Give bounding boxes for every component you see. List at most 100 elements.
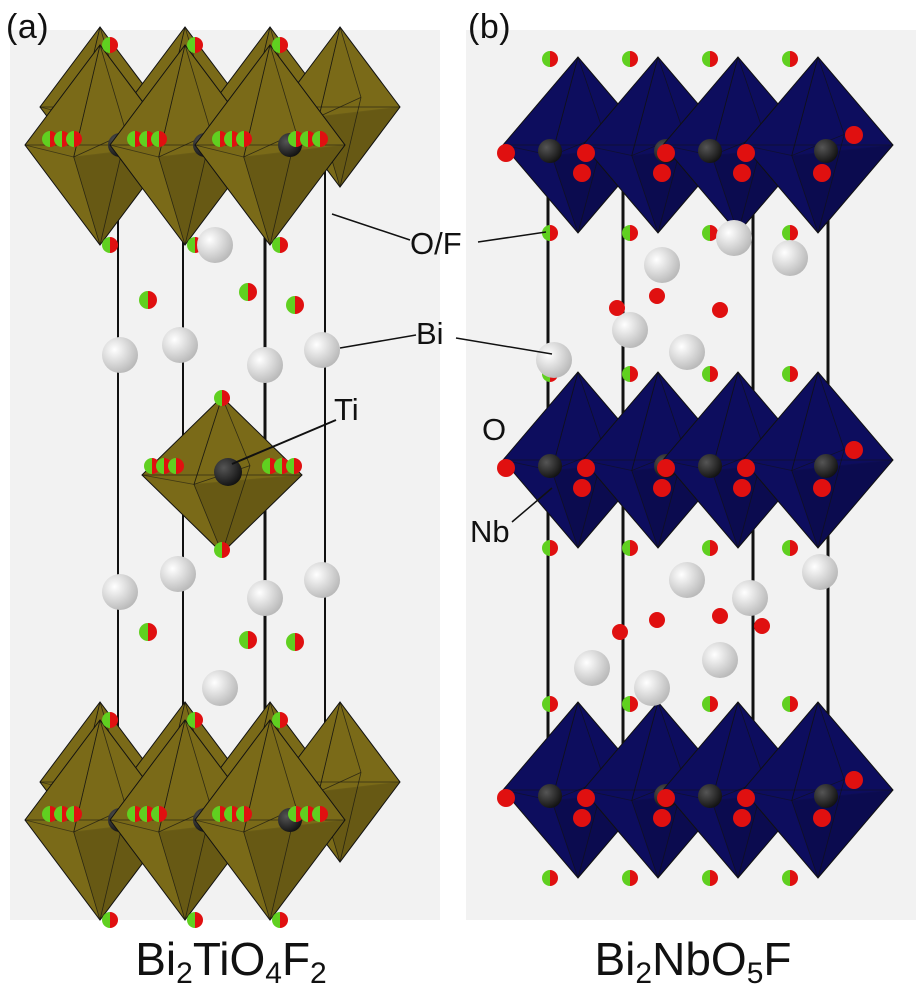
panel-b: (b) Bi2NbO5F [462,0,924,1000]
label-bi: Bi [416,316,444,351]
o-atom [813,479,831,497]
bi-atom-9 [574,650,610,686]
o-atom [733,809,751,827]
bi-atom-7 [732,580,768,616]
bi-atom-9 [202,670,238,706]
o-atom [737,459,755,477]
o-f-apical-atom [272,712,288,728]
o-f-atom [66,806,82,822]
o-f-apical-atom [102,712,118,728]
o-f-apical-atom [782,225,798,241]
o-f-apical-atom [187,712,203,728]
bi-atom-8 [802,554,838,590]
panel-label-b: (b) [468,8,512,46]
o-f-apical-atom [702,51,718,67]
o-f-apical-atom [702,366,718,382]
o-atom [845,126,863,144]
o-atom [657,459,675,477]
o-atom [657,789,675,807]
label-nb-group: Nb [470,487,553,549]
o-f-apical-atom [102,37,118,53]
bi-atom-4 [304,332,340,368]
bi-atom-6 [160,556,196,592]
label-o-group: O [482,412,506,447]
nb-atom [538,454,562,478]
o-atom [813,809,831,827]
o-f-atom [66,131,82,147]
o-f-apical-atom [622,51,638,67]
bi-atom-8 [304,562,340,598]
o-f-interlayer-0 [139,291,157,309]
label-bi-group: Bi [339,316,553,355]
o-f-atom [312,806,328,822]
o-f-apical-atom [214,542,230,558]
bi-atom-3 [247,347,283,383]
o-f-apical-atom [622,540,638,556]
o-atom [737,144,755,162]
o-f-interlayer-4 [239,631,257,649]
ti-atom-center [214,458,242,486]
annotation-overlay: O/F Bi Ti O Nb [231,213,553,549]
bi-atom-5 [102,574,138,610]
bi-atom-2 [162,327,198,363]
structure-bi2tio4f2 [10,26,440,928]
o-atom [657,144,675,162]
formula-a: Bi2TiO4F2 [135,933,327,990]
o-atom [737,789,755,807]
o-f-apical-atom [702,870,718,886]
o-interlayer-3 [712,608,728,624]
o-f-interlayer-1 [239,283,257,301]
o-f-apical-atom [782,870,798,886]
o-f-apical-atom [187,912,203,928]
label-ti: Ti [334,392,359,427]
o-interlayer-2 [609,300,625,316]
o-atom [813,164,831,182]
o-atom [573,164,591,182]
o-atom [497,459,515,477]
o-f-apical-atom [102,237,118,253]
o-atom [653,809,671,827]
o-f-apical-atom [622,696,638,712]
o-interlayer-4 [612,624,628,640]
o-interlayer-0 [649,288,665,304]
o-f-atom [312,131,328,147]
o-f-apical-atom [187,37,203,53]
o-atom [573,809,591,827]
o-interlayer-5 [649,612,665,628]
nb-atom [698,454,722,478]
bi-atom-7 [247,580,283,616]
bi-atom-11 [634,670,670,706]
o-f-apical-atom [622,870,638,886]
o-atom [653,479,671,497]
nb-atom [538,139,562,163]
panel-label-a: (a) [6,8,50,46]
o-atom [497,789,515,807]
o-f-atom [168,458,184,474]
o-f-atom [286,458,302,474]
o-f-apical-atom [702,540,718,556]
o-atom [733,479,751,497]
o-f-atom [236,806,252,822]
nb-atom [698,784,722,808]
o-f-interlayer-5 [286,633,304,651]
o-f-apical-atom [622,225,638,241]
o-f-apical-atom [542,870,558,886]
bottom-layer-octahedron-2 [194,719,346,921]
nb-atom [538,784,562,808]
label-of: O/F [410,226,462,261]
o-atom [653,164,671,182]
o-f-apical-atom [102,912,118,928]
bi-atom-10 [702,642,738,678]
bi-atom-2 [772,240,808,276]
o-f-apical-atom [782,366,798,382]
o-interlayer-1 [712,302,728,318]
o-f-interlayer-3 [139,623,157,641]
o-f-apical-atom [272,237,288,253]
bi-atom-3 [612,312,648,348]
o-f-apical-atom [542,51,558,67]
o-f-apical-atom [702,696,718,712]
o-f-apical-atom [272,37,288,53]
label-nb: Nb [470,514,510,549]
bi-atom-0 [197,227,233,263]
o-f-apical-atom [782,540,798,556]
